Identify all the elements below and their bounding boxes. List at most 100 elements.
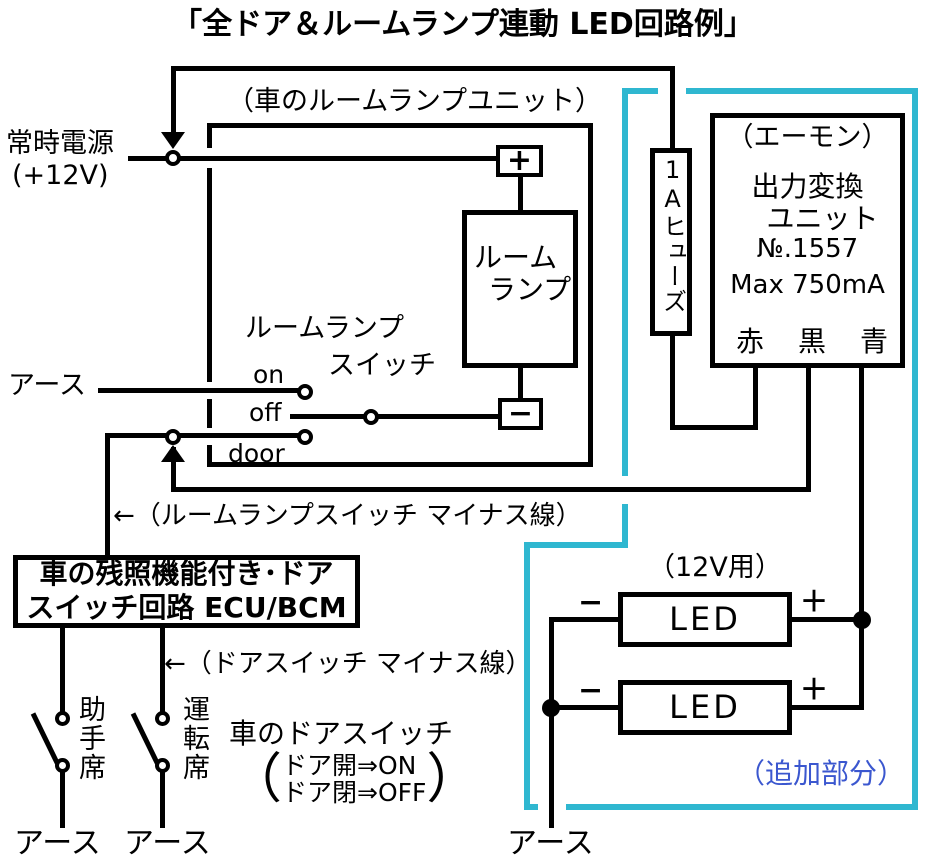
wire-red-terminal [753,368,758,430]
room-lamp-label: ルーム ランプ [474,241,572,307]
converter-name1: 出力変換 [751,170,864,204]
wire-led1-minus [549,617,618,622]
led1-label: LED [669,600,741,639]
ground-bottom-left2: アース [124,826,211,861]
addition-border-left-upper-a [622,88,628,476]
led2-label: LED [669,688,741,727]
converter-terminals: 赤 黒 青 [736,325,888,358]
door-switch1-top-contact [55,711,70,726]
paren-close: ） [426,747,481,810]
switch-door-contact [297,429,313,445]
ground-bottom-right: アース [507,826,594,861]
power-voltage-label: (+12V) [12,160,109,191]
addition-border-top-left [622,88,658,94]
led1-box [618,592,792,647]
led2-plus-label: ＋ [800,673,829,706]
wire-sw2-ground [160,772,165,828]
wire-sw1-top [60,626,65,714]
switch-pos-on: on [253,360,285,389]
door-junction-node [165,429,181,445]
addition-border-bottom-right [566,804,918,810]
converter-rating: Max 750mA [730,270,885,301]
led1-minus-label: − [578,585,604,620]
wire-top-horizontal [171,66,675,71]
converter-brand: （エーモン） [726,122,889,153]
door-switch2-bottom-contact [155,758,170,773]
led2-box [618,680,792,735]
addition-border-top-right [686,88,918,94]
arrow-down-icon [161,132,185,149]
wire-led1-plus [792,617,862,622]
room-lamp-unit-caption: （車のルームランプユニット） [227,86,603,117]
room-lamp-box [462,210,578,368]
door-switch-notes: （ ドア開⇒ON ドア閉⇒OFF ） [228,747,481,810]
led1-plus-label: ＋ [800,585,829,618]
wire-power-horizontal [128,156,496,161]
switch-off-pivot [363,409,379,425]
door-switch-title: 車のドアスイッチ [229,717,454,750]
fuse-box [650,148,692,336]
wire-led-left-vertical [549,617,554,710]
paren-open: （ [228,747,282,810]
terminal-blue-label: 青 [859,325,888,358]
terminal-red-label: 赤 [736,325,765,358]
plus-terminal-label: + [506,143,533,178]
wire-ecu-vertical [105,433,110,557]
wire-lamp-to-minus [518,368,523,398]
wire-sw2-top [160,626,165,714]
door-switch-minus-note: ←（ドアスイッチ マイナス線） [164,649,532,679]
lamp-switch-minus-note: ←（ルームランプスイッチ マイナス線） [113,501,582,531]
room-lamp-line2: ランプ [488,273,572,307]
plus-terminal-box: + [496,145,543,177]
converter-box [710,113,905,368]
addition-border-notch [524,542,628,548]
wire-plus-to-lamp [518,177,523,210]
door-open-note: ドア開⇒ON [282,751,417,781]
addition-border-left-upper-b [622,504,628,548]
ecu-line1: 車の残照機能付き･ドア [39,557,334,590]
wire-minus-line-up [171,447,176,492]
led-plus-junction-dot [853,611,871,629]
ecu-text: 車の残照機能付き･ドア スイッチ回路 ECU/BCM [13,557,360,625]
door-switch1-bottom-contact [55,758,70,773]
fuse-label: 1Aヒューズ [658,156,687,314]
wire-top-left-vertical [171,66,176,134]
addition-caption: （追加部分） [737,757,906,790]
door-switch2-top-contact [155,711,170,726]
led-voltage-caption: （12V用） [648,552,782,583]
wire-off-lever [290,414,500,419]
led-minus-junction-dot [542,699,560,717]
addition-border-right [912,88,918,810]
converter-name2: ユニット [766,202,879,236]
switch-label-line2: スイッチ [328,350,436,381]
wire-ground-on [98,388,299,393]
driver-seat-label: 運転席 [178,695,210,782]
power-label: 常時電源 [6,128,114,159]
led2-minus-label: − [578,673,604,708]
switch-on-contact [297,384,313,400]
wire-minus-line [171,487,811,492]
wire-door-horizontal [105,433,299,438]
wire-fuse-to-red [670,425,758,430]
switch-pos-off: off [249,398,282,427]
page-title: 「全ドア＆ルームランプ連動 LED回路例」 [172,7,754,42]
switch-pos-door: door [228,439,285,468]
wire-sw1-ground [60,772,65,828]
converter-text: （エーモン） 出力変換 ユニット №.1557 Max 750mA [710,122,905,301]
ecu-line2: スイッチ回路 ECU/BCM [26,591,347,624]
minus-terminal-label: − [507,396,534,431]
addition-border-bottom-left [524,804,538,810]
ground-bottom-left1: アース [14,826,101,861]
arrow-up-icon [161,445,185,462]
wire-black-terminal [806,368,811,492]
ground-left-label: アース [8,370,87,401]
switch-label-line1: ルームランプ [245,313,405,344]
door-close-note: ドア閉⇒OFF [282,778,427,808]
converter-model: №.1557 [756,234,859,265]
wire-led-ground [549,710,554,828]
passenger-seat-label: 助手席 [74,695,106,782]
power-junction-node [165,150,181,166]
addition-border-left-lower [524,542,530,810]
wire-fuse-bottom [670,334,675,430]
